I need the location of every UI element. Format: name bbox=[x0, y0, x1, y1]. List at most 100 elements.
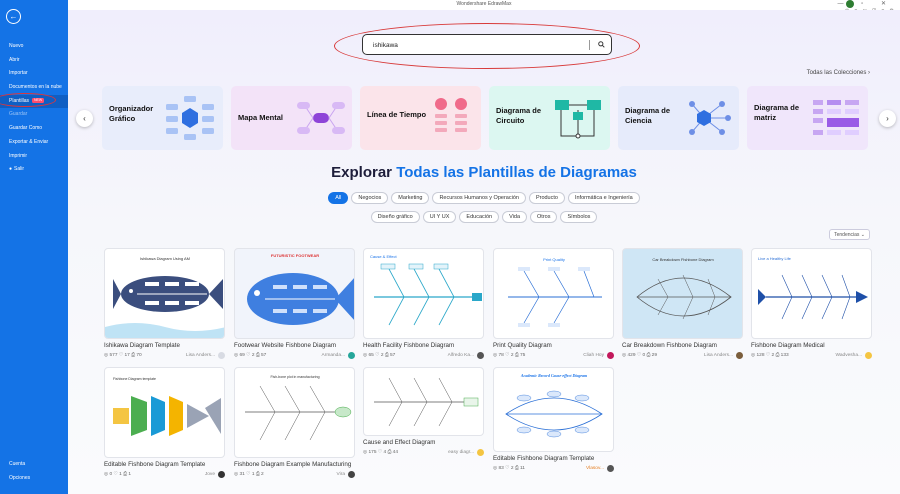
sidebar-item-guardar-como[interactable]: Guardar Como bbox=[9, 125, 43, 132]
filter-chip-marketing[interactable]: Marketing bbox=[391, 192, 430, 204]
author-avatar bbox=[865, 352, 872, 359]
template-card[interactable]: Print Quality Print Quality Diagram ◎ 78… bbox=[493, 248, 614, 359]
category-card-matriz[interactable]: Diagrama de matriz bbox=[747, 86, 868, 150]
template-thumbnail: Cause & Effect bbox=[363, 248, 484, 339]
sort-dropdown[interactable]: Tendencias ⌄ bbox=[829, 229, 870, 240]
template-card[interactable]: FUTURISTIC FOOTWEAR Footwear Website Fis… bbox=[234, 248, 355, 359]
filter-chip-rrhh[interactable]: Recursos Humanos y Operación bbox=[432, 192, 526, 204]
thumb-title: Car Breakdown Fishbone Diagram bbox=[652, 257, 714, 262]
sidebar-item-importar[interactable]: Importar bbox=[9, 70, 28, 77]
template-name: Car Breakdown Fishbone Diagram bbox=[622, 342, 717, 349]
category-card-linea-tiempo[interactable]: Línea de Tiempo bbox=[360, 86, 481, 150]
thumb-title: Fishbone Diagram template bbox=[113, 377, 156, 381]
sidebar-item-abrir[interactable]: Abrir bbox=[9, 56, 20, 63]
sidebar-item-nuevo[interactable]: Nuevo bbox=[9, 43, 24, 49]
back-button[interactable]: ← bbox=[6, 9, 21, 24]
sidebar-item-cuenta[interactable]: Cuenta bbox=[9, 461, 26, 467]
template-thumbnail: Live a Healthy Life bbox=[751, 248, 872, 339]
template-name: Editable Fishbone Diagram Template bbox=[104, 461, 206, 468]
filter-chip-simbolos[interactable]: Símbolos bbox=[560, 211, 598, 223]
filter-chip-otros[interactable]: Otros bbox=[530, 211, 558, 223]
author-avatar bbox=[218, 352, 225, 359]
sidebar-item-nube[interactable]: Documentos en la nube bbox=[9, 84, 62, 91]
category-card-mapa-mental[interactable]: Mapa Mental bbox=[231, 86, 352, 150]
chevron-right-icon: › bbox=[886, 114, 889, 123]
sidebar-item-exportar[interactable]: Exportar & Enviar bbox=[9, 138, 49, 145]
thumb-title: Fish-bone plot in manufacturing bbox=[270, 375, 319, 379]
search-icon[interactable] bbox=[595, 38, 607, 50]
filter-chip-vida[interactable]: Vida bbox=[502, 211, 528, 223]
template-thumbnail: Car Breakdown Fishbone Diagram bbox=[622, 248, 743, 339]
sidebar: ← Nuevo Abrir Importar Documentos en la … bbox=[0, 0, 68, 494]
template-card[interactable]: Cause & Effect Health Facility Fishbone … bbox=[363, 248, 484, 359]
template-author: Vira bbox=[336, 472, 345, 477]
filter-chip-informatica[interactable]: Informática e Ingeniería bbox=[567, 192, 640, 204]
user-avatar[interactable] bbox=[846, 0, 854, 8]
search-input[interactable] bbox=[373, 39, 573, 51]
all-collections-link[interactable]: Todas las Colecciones › bbox=[806, 70, 870, 76]
filter-chip-educacion[interactable]: Educación bbox=[459, 211, 500, 223]
thumb-title: FUTURISTIC FOOTWEAR bbox=[271, 253, 319, 258]
carousel-next-button[interactable]: › bbox=[879, 110, 896, 127]
chevron-left-icon: ‹ bbox=[83, 114, 86, 123]
filter-chip-diseno[interactable]: Diseño gráfico bbox=[370, 211, 420, 223]
sidebar-bottom: Cuenta Opciones bbox=[0, 458, 68, 485]
category-carousel: Organizador Gráfico Mapa Mental Línea de… bbox=[102, 86, 870, 150]
template-name: Ishikawa Diagram Template bbox=[104, 342, 180, 349]
template-card[interactable]: Car Breakdown Fishbone Diagram Car Break… bbox=[622, 248, 743, 359]
author-avatar bbox=[218, 471, 225, 478]
thumb-title: Print Quality bbox=[543, 257, 565, 262]
circuit-icon bbox=[555, 100, 601, 139]
template-card[interactable]: Fish-bone plot in manufacturing Fishbone… bbox=[234, 367, 355, 478]
matrix-icon bbox=[813, 100, 859, 135]
template-author: Armanda... bbox=[321, 353, 345, 358]
sidebar-item-opciones[interactable]: Opciones bbox=[9, 474, 31, 481]
template-name: Health Facility Fishbone Diagram bbox=[363, 342, 455, 349]
author-avatar bbox=[607, 352, 614, 359]
main-content: Todas las Colecciones › ‹ › Organizador … bbox=[68, 10, 900, 494]
template-thumbnail: Academic Record Cause-effect Diagram bbox=[493, 367, 614, 452]
template-card[interactable]: Ishikawa Diagram Using AM Ishikawa Diagr… bbox=[104, 248, 225, 359]
filter-chip-negocios[interactable]: Negocios bbox=[351, 192, 389, 204]
sidebar-item-guardar[interactable]: Guardar bbox=[9, 111, 28, 118]
filter-chip-all[interactable]: All bbox=[328, 192, 349, 204]
template-card[interactable]: Live a Healthy Life Fishbone Diagram Med… bbox=[751, 248, 872, 359]
arrow-left-icon: ← bbox=[9, 12, 18, 21]
template-author: Lisa Anders... bbox=[703, 353, 733, 358]
filter-chip-producto[interactable]: Producto bbox=[528, 192, 565, 204]
template-card[interactable]: Academic Record Cause-effect Diagram Edi… bbox=[493, 367, 614, 472]
author-avatar bbox=[348, 471, 355, 478]
chevron-right-icon: › bbox=[868, 70, 870, 76]
sidebar-item-imprimir[interactable]: Imprimir bbox=[9, 152, 28, 159]
template-author: Cliah Hoy bbox=[583, 353, 604, 358]
science-icon bbox=[689, 101, 731, 135]
category-card-organizador[interactable]: Organizador Gráfico bbox=[102, 86, 223, 150]
template-thumbnail: Ishikawa Diagram Using AM bbox=[104, 248, 225, 339]
window-controls[interactable]: — ▫ ✕ bbox=[837, 1, 894, 7]
template-name: Fishbone Diagram Medical bbox=[751, 342, 825, 349]
filter-chip-uiux[interactable]: UI Y UX bbox=[422, 211, 457, 223]
category-card-ciencia[interactable]: Diagrama de Ciencia bbox=[618, 86, 739, 150]
search-box bbox=[362, 34, 612, 55]
sidebar-item-salir[interactable]: ●Salir bbox=[9, 166, 25, 173]
category-card-circuito[interactable]: Diagrama de Circuito bbox=[489, 86, 610, 150]
template-card[interactable]: Fishbone Diagram template Editable Fishb… bbox=[104, 367, 225, 478]
carousel-prev-button[interactable]: ‹ bbox=[76, 110, 93, 127]
author-avatar bbox=[736, 352, 743, 359]
app-title: Wondershare EdrawMax bbox=[456, 1, 512, 7]
thumb-title: Ishikawa Diagram Using AM bbox=[140, 256, 190, 261]
template-name: Fishbone Diagram Example Manufacturing bbox=[234, 461, 352, 468]
annotation-ring-search bbox=[334, 23, 640, 69]
